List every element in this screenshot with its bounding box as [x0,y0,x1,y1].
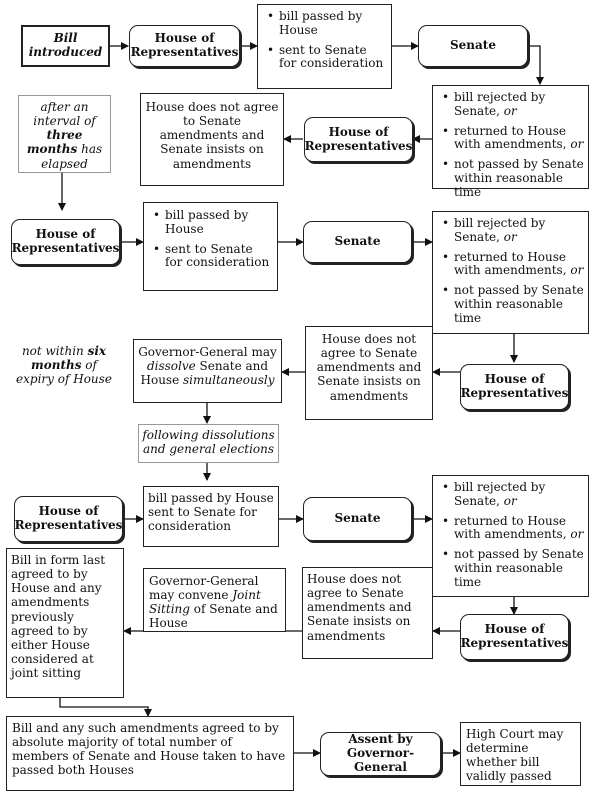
absolute-majority-box: Bill and any such amendments agreed to b… [6,716,294,791]
dissolution-elections-note: following dissolutions and general elect… [138,424,279,463]
house-disagrees-box: House does not agree to Senate amendment… [140,93,284,186]
list-item: bill passed by House [153,208,273,237]
senate-box: Senate [303,221,412,263]
arrow [59,698,152,717]
senate-rejection-list-box: bill rejected by Senate, or returned to … [432,475,589,597]
joint-sitting-box: Governor-General may convene Joint Sitti… [143,568,286,632]
house-of-representatives-box: House of Representatives [129,25,240,67]
house-disagrees-box: House does not agree to Senate amendment… [305,326,433,420]
six-months-note: not within six months of expiry of House [14,344,114,394]
list-item: sent to Senate for consideration [267,43,387,72]
list-item: returned to House with amendments, or [442,514,584,543]
house-of-representatives-box: House of Representatives [11,219,120,265]
arrow [528,45,544,85]
house-of-representatives-box: House of Representatives [304,117,413,162]
house-disagrees-box: House does not agree to Senate amendment… [302,567,433,659]
list-item: bill rejected by Senate, or [442,480,584,509]
senate-rejection-list-box: bill rejected by Senate, or returned to … [432,211,589,334]
list-item: not passed by Senate within reasonable t… [442,283,584,325]
list-item: not passed by Senate within reasonable t… [442,157,584,199]
bill-passed-combined-box: bill passed by House sent to Senate for … [143,486,279,547]
list-item: bill rejected by Senate, or [442,90,584,119]
bill-form-box: Bill in form last agreed to by House and… [6,548,124,698]
list-item: not passed by Senate within reasonable t… [442,547,584,589]
bill-introduced-box: Bill introduced [21,25,110,67]
bill-passed-list-box: bill passed by House sent to Senate for … [257,4,392,89]
house-of-representatives-box: House of Representatives [460,614,569,660]
senate-box: Senate [303,497,412,541]
assent-governor-general-box: Assent by Governor-General [320,732,441,776]
senate-box: Senate [418,25,528,67]
dissolve-box: Governor-General may dissolve Senate and… [133,339,282,403]
list-item: bill rejected by Senate, or [442,216,584,245]
three-months-interval-note: after an interval of three months has el… [18,95,111,173]
list-item: returned to House with amendments, or [442,250,584,279]
high-court-box: High Court may determine whether bill va… [460,722,581,786]
house-of-representatives-box: House of Representatives [14,496,123,542]
house-of-representatives-box: House of Representatives [460,364,569,410]
list-item: sent to Senate for consideration [153,242,273,271]
senate-rejection-list-box: bill rejected by Senate, or returned to … [432,85,589,199]
list-item: bill passed by House [267,9,387,38]
bill-passed-list-box: bill passed by House sent to Senate for … [143,202,278,291]
list-item: returned to House with amendments, or [442,124,584,153]
